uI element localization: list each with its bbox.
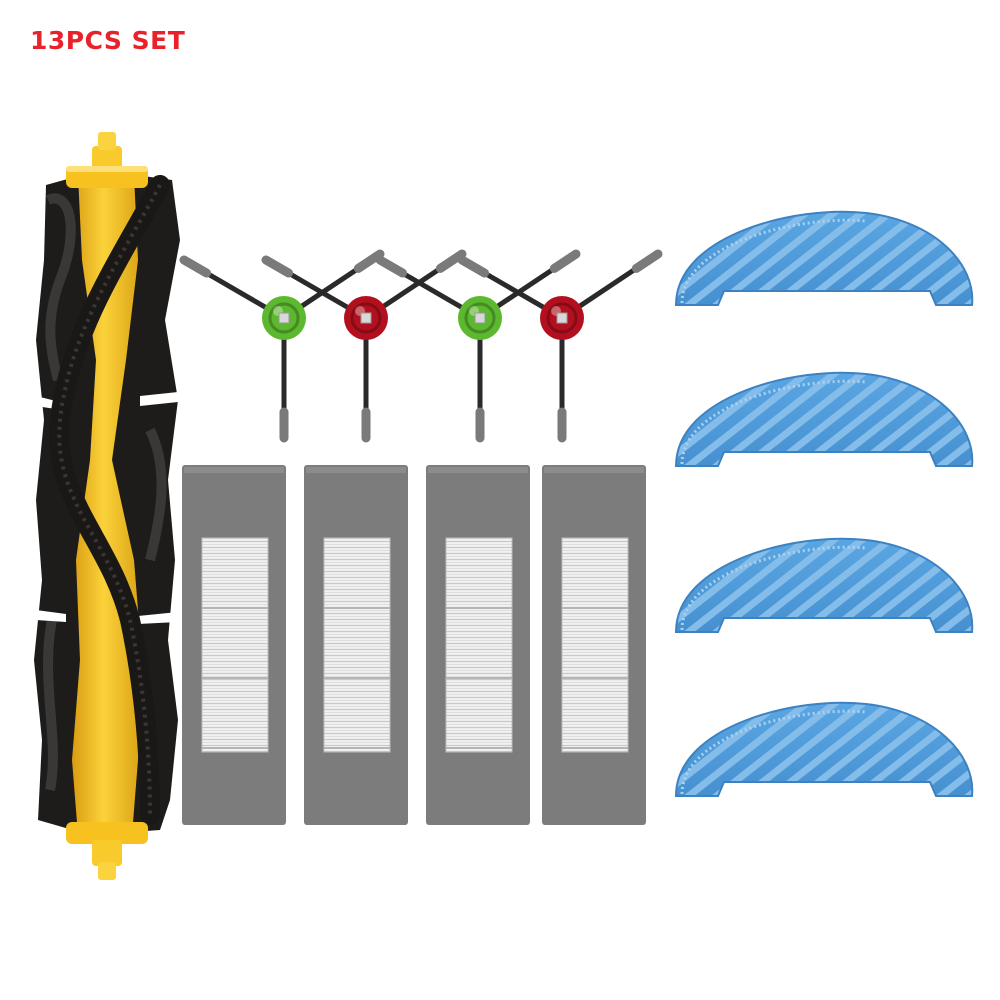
- mop-pad-icon: [674, 371, 974, 467]
- hepa-filter-icon: [182, 465, 286, 825]
- hepa-filter-icon: [304, 465, 408, 825]
- main-roller-brush-icon: [34, 132, 180, 880]
- filters-group: [182, 465, 646, 825]
- side-brushes-group: [179, 249, 663, 443]
- mop-pad-icon: [674, 210, 974, 306]
- hepa-filter-icon: [426, 465, 530, 825]
- side-brush-icon: [179, 249, 385, 443]
- set-count-title: 13PCS SET: [30, 26, 186, 55]
- hepa-filter-icon: [542, 465, 646, 825]
- side-brush-icon: [457, 249, 663, 443]
- side-brush-icon: [261, 249, 467, 443]
- side-brush-icon: [375, 249, 581, 443]
